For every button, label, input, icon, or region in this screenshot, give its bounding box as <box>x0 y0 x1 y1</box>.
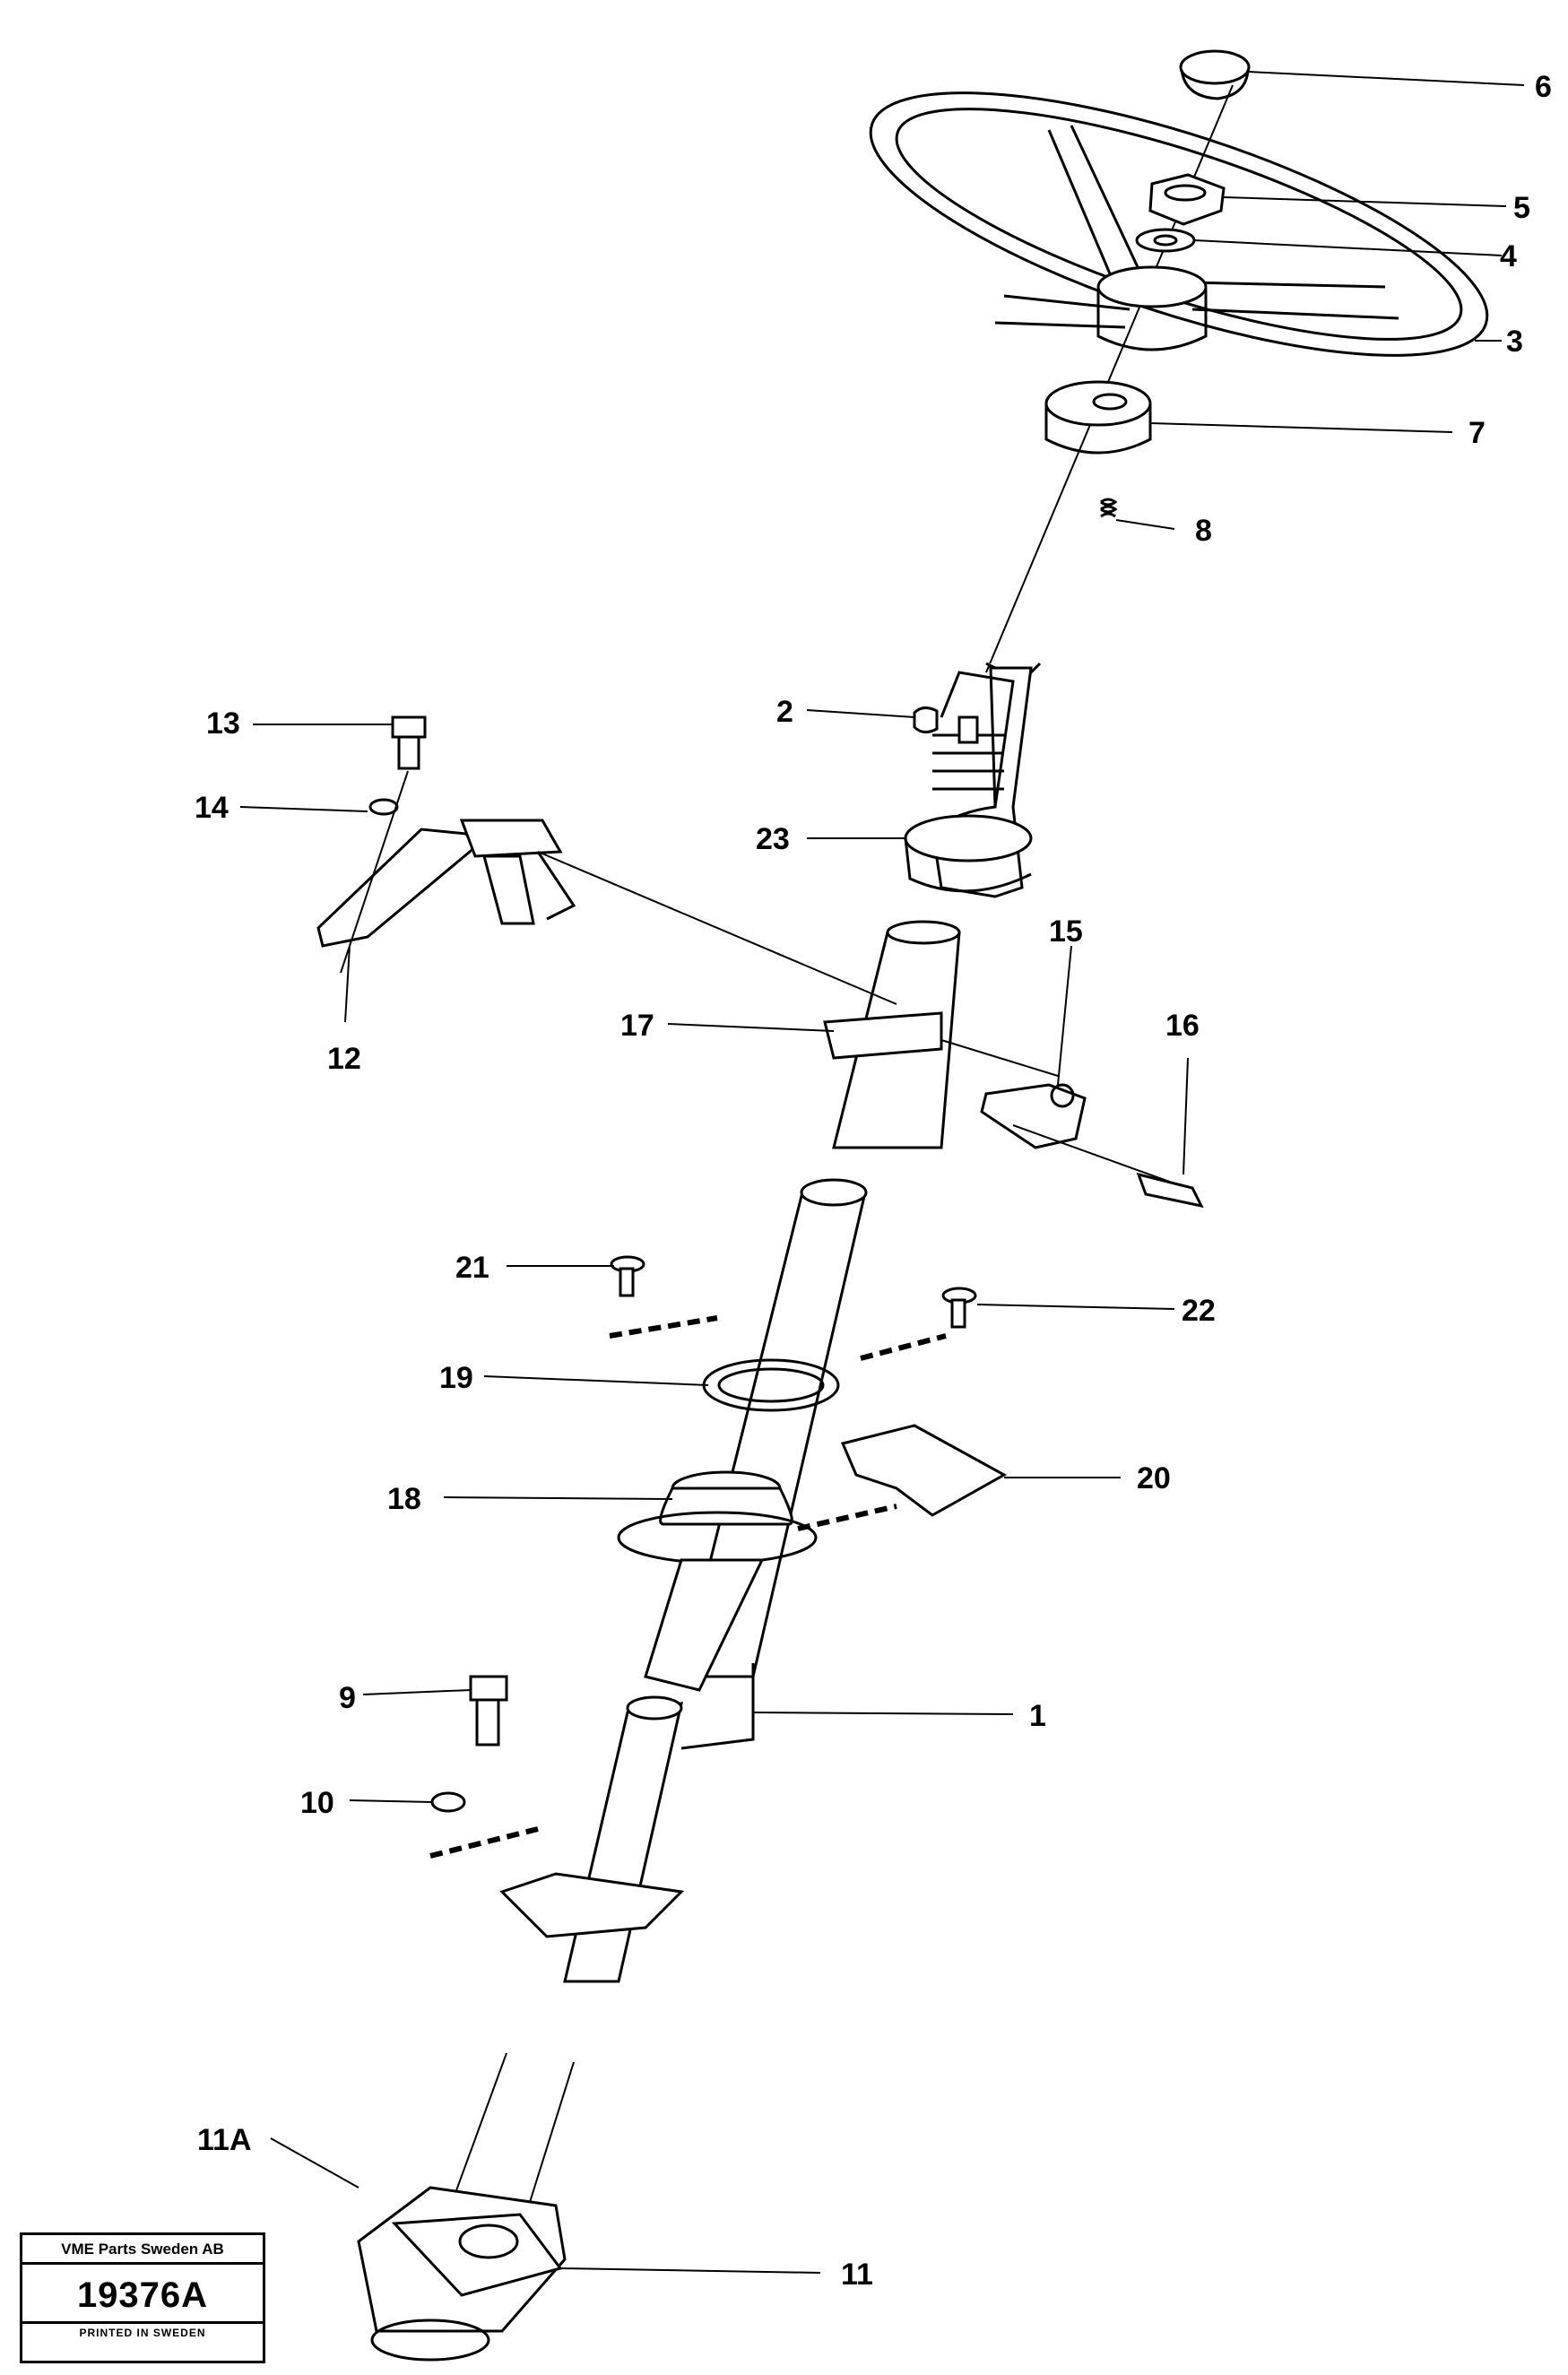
callout-18: 18 <box>387 1482 421 1516</box>
bracket-1-indicator <box>680 1663 755 1750</box>
part-10-washer <box>430 1791 466 1813</box>
callout-7: 7 <box>1468 416 1486 450</box>
callout-12: 12 <box>327 1042 361 1076</box>
clamp-lever-line <box>940 1039 1059 1077</box>
callout-13: 13 <box>206 706 240 741</box>
part-13-bolt <box>391 715 427 770</box>
clamp-bracket-line <box>537 851 897 1005</box>
part-15-lever <box>980 1083 1087 1149</box>
part-17-clamp <box>823 920 961 1149</box>
callout-22: 22 <box>1182 1294 1216 1328</box>
part-18-boot <box>617 1470 818 1565</box>
callout-8: 8 <box>1195 514 1212 548</box>
title-stamp: VME Parts Sweden AB 19376A PRINTED IN SW… <box>20 2232 265 2363</box>
part-22-screw <box>941 1287 977 1329</box>
callout-3: 3 <box>1506 325 1523 359</box>
part-23-column-top <box>904 662 1042 898</box>
callout-leaders <box>239 71 1525 2274</box>
part-9-bolt <box>469 1675 508 1747</box>
dashed-21 <box>609 1315 718 1339</box>
part-14-washer <box>368 798 399 816</box>
callout-19: 19 <box>439 1361 473 1395</box>
callout-9: 9 <box>339 1681 356 1715</box>
part-3-steering-wheel <box>869 91 1489 357</box>
stamp-company: VME Parts Sweden AB <box>22 2235 263 2265</box>
part-1-lower-tube <box>499 1695 685 1983</box>
dashed-9 <box>429 1826 539 1859</box>
callout-23: 23 <box>756 822 790 856</box>
part-8-spring <box>1100 498 1118 518</box>
part-1-lower-section <box>644 1558 765 1692</box>
bracket-fastener-line <box>340 770 409 974</box>
stamp-printed: PRINTED IN SWEDEN <box>79 2327 206 2339</box>
part-16-screw <box>1012 1124 1204 1209</box>
stamp-doc-number: 19376A <box>22 2265 263 2324</box>
callout-5: 5 <box>1513 191 1530 225</box>
callout-6: 6 <box>1535 70 1552 104</box>
part-11-housing <box>357 2186 567 2362</box>
dashed-20 <box>797 1504 897 1531</box>
part-7-hub <box>1044 380 1152 455</box>
callout-10: 10 <box>300 1786 334 1820</box>
steering-axis-line <box>985 84 1234 673</box>
callout-16: 16 <box>1165 1009 1200 1043</box>
callout-11A: 11A <box>197 2123 252 2157</box>
callout-1: 1 <box>1029 1699 1046 1733</box>
part-4-washer <box>1135 228 1196 253</box>
part-5-nut <box>1148 173 1226 226</box>
part-12-bracket <box>316 819 576 948</box>
callout-20: 20 <box>1137 1461 1171 1495</box>
callout-4: 4 <box>1500 239 1517 273</box>
callout-14: 14 <box>195 791 229 825</box>
callout-11: 11 <box>841 2258 873 2292</box>
part-21-screw <box>610 1255 645 1297</box>
part-2-key <box>913 706 939 733</box>
part-20-plate <box>840 1424 1008 1517</box>
part-6-horn-cap <box>1179 49 1251 100</box>
dashed-22 <box>860 1333 947 1361</box>
callout-21: 21 <box>455 1251 489 1285</box>
callout-15: 15 <box>1049 914 1083 949</box>
callout-2: 2 <box>776 695 793 729</box>
callout-17: 17 <box>620 1009 654 1043</box>
